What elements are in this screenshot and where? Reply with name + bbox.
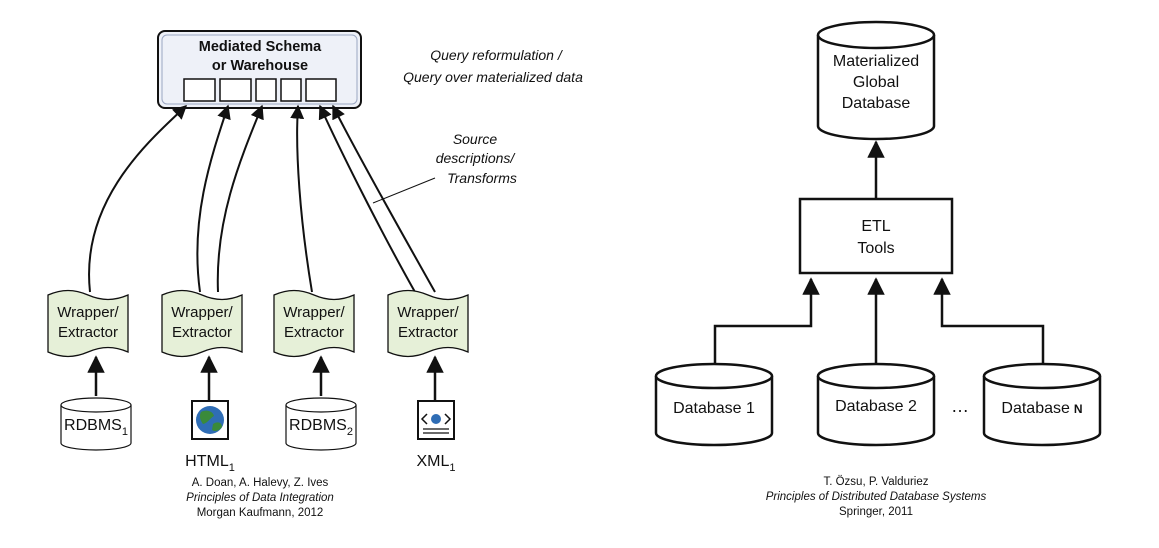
wrapper-4: Wrapper/ Extractor [387,289,469,358]
data-integration-diagram: Mediated Schema or Warehouse Query refor… [47,30,583,519]
arrow-w4b [332,104,436,293]
global-db-line1: Materialized [833,53,919,70]
source-note-line2: descriptions/ [436,150,517,166]
citation-book: Principles of Distributed Database Syste… [766,491,987,503]
wrapper-label-line2: Extractor [172,324,232,341]
citation-publisher: Morgan Kaufmann, 2012 [197,507,324,519]
database-2-cylinder: Database 2 [816,362,936,447]
wrapper-2: Wrapper/ Extractor [161,289,243,358]
wrapper-label-line1: Wrapper/ [283,304,345,321]
source-rdbms-2: RDBMS2 [285,397,357,451]
citation-publisher: Springer, 2011 [839,506,913,518]
etl-tools-box: ETL Tools [798,197,954,275]
database-connectors [713,277,1045,365]
wrapper-1: Wrapper/ Extractor [47,289,129,358]
arrow-w2b [216,104,264,293]
schema-slot [219,78,252,102]
wrapper-label-line1: Wrapper/ [171,304,233,321]
wrapper-label-line2: Extractor [398,324,458,341]
ellipsis: … [951,396,969,416]
schema-title-line1: Mediated Schema [199,39,322,55]
source-rdbms-1: RDBMS1 [60,397,132,451]
citation-book: Principles of Data Integration [186,492,334,504]
source-label: RDBMS2 [289,417,353,438]
query-note-line1: Query reformulation / [430,47,564,63]
wrapper-label-line1: Wrapper/ [57,304,119,321]
distributed-database-diagram: Materialized Global Database ETL Tools D… [654,20,1102,518]
database-label: Database 2 [835,398,917,415]
wrapper-label-line2: Extractor [284,324,344,341]
arrow-w1 [88,105,188,293]
xml-document-icon [417,400,455,440]
arrow-w3 [290,104,313,293]
source-note-line1: Source [453,131,498,147]
source-note-line3: Transforms [447,170,517,186]
connector-db1 [713,277,820,365]
schema-slot [280,78,302,102]
schema-slot [305,78,337,102]
arrow-w4a [318,104,416,293]
database-1-cylinder: Database 1 [654,362,774,447]
source-label: RDBMS1 [64,417,128,438]
global-db-line2: Global [853,74,899,91]
global-db-line3: Database [842,95,911,112]
connector-dbn [933,277,1045,365]
citation-authors: T. Özsu, P. Valduriez [823,476,928,488]
database-label: Database 1 [673,400,755,417]
schema-slot [183,78,216,102]
query-note-line2: Query over materialized data [403,69,583,85]
wrapper-label-line2: Extractor [58,324,118,341]
wrapper-label-line1: Wrapper/ [397,304,459,321]
citation-authors: A. Doan, A. Halevy, Z. Ives [192,477,329,489]
source-label: XML1 [416,453,455,474]
source-html-1: HTML1 [185,400,235,474]
arrow-w2a [196,104,231,293]
wrapper-arrows [88,104,436,293]
schema-title-line2: or Warehouse [212,58,308,74]
database-icon [60,397,132,451]
global-database-cylinder: Materialized Global Database [816,20,936,141]
source-xml-1: XML1 [416,400,456,474]
database-icon [285,397,357,451]
mediated-schema-box: Mediated Schema or Warehouse [157,30,362,109]
schema-slot [255,78,277,102]
etl-line2: Tools [857,240,894,257]
globe-document-icon [191,400,229,440]
etl-line1: ETL [861,218,890,235]
source-arrows [87,355,444,400]
source-label: HTML1 [185,453,235,474]
wrapper-3: Wrapper/ Extractor [273,289,355,358]
